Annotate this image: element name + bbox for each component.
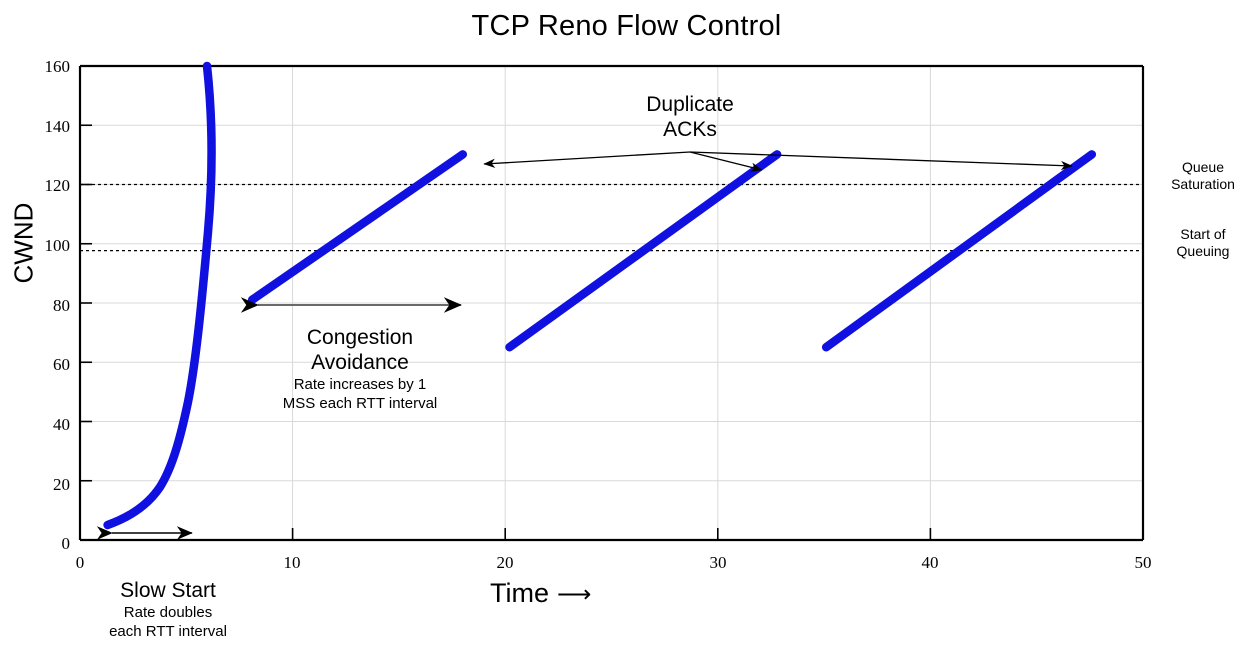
y-tick-0: 0 bbox=[61, 534, 71, 553]
slow-start-line2: each RTT interval bbox=[109, 623, 227, 640]
x-tick-marks bbox=[291, 528, 932, 540]
congestion-avoidance-heading-2: Avoidance bbox=[311, 351, 409, 374]
start-of-queuing-line2: Queuing bbox=[1176, 243, 1230, 259]
slow-start-heading: Slow Start bbox=[120, 579, 216, 602]
x-tick-20: 20 bbox=[496, 553, 514, 572]
y-tick-40: 40 bbox=[53, 415, 70, 434]
series-congestion-avoidance-3 bbox=[821, 150, 1097, 352]
label-start-of-queuing: Start of Queuing bbox=[1155, 226, 1251, 260]
x-tick-50: 50 bbox=[1134, 553, 1152, 572]
series-congestion-avoidance-2 bbox=[505, 150, 782, 352]
y-tick-marks bbox=[80, 124, 92, 482]
congestion-avoidance-line1: Rate increases by 1 bbox=[293, 376, 427, 393]
x-tick-10: 10 bbox=[283, 553, 301, 572]
threshold-lines bbox=[80, 183, 1143, 252]
annotation-slow-start: Slow Start Rate doubles each RTT interva… bbox=[68, 578, 268, 641]
duplicate-acks-line2: ACKs bbox=[663, 118, 717, 141]
grid-lines bbox=[80, 124, 1143, 482]
x-axis-arrow-icon: ⟶ bbox=[557, 581, 592, 608]
x-tick-30: 30 bbox=[709, 553, 727, 572]
y-tick-100: 100 bbox=[44, 236, 71, 255]
x-tick-40: 40 bbox=[921, 553, 939, 572]
slow-start-line1: Rate doubles bbox=[123, 604, 213, 621]
queue-saturation-line1: Queue bbox=[1181, 159, 1225, 175]
y-tick-60: 60 bbox=[53, 355, 70, 374]
duplicate-acks-leader-lines bbox=[483, 151, 1073, 172]
y-tick-140: 140 bbox=[44, 117, 71, 136]
y-tick-120: 120 bbox=[44, 176, 71, 195]
x-tick-0: 0 bbox=[75, 553, 85, 572]
x-axis-label-text: Time bbox=[490, 578, 549, 608]
y-tick-160: 160 bbox=[44, 57, 71, 76]
annotation-duplicate-acks: Duplicate ACKs bbox=[610, 92, 770, 142]
duplicate-acks-line1: Duplicate bbox=[646, 93, 734, 116]
x-axis-label: Time ⟶ bbox=[490, 578, 591, 609]
start-of-queuing-line1: Start of bbox=[1180, 226, 1226, 242]
queue-saturation-line2: Saturation bbox=[1171, 176, 1235, 192]
series-congestion-avoidance-1 bbox=[247, 150, 468, 305]
series-slow-start bbox=[103, 61, 216, 530]
y-tick-20: 20 bbox=[53, 475, 70, 494]
chart-title: TCP Reno Flow Control bbox=[471, 10, 782, 42]
congestion-avoidance-heading-1: Congestion bbox=[306, 326, 414, 349]
label-queue-saturation: Queue Saturation bbox=[1155, 159, 1251, 193]
y-tick-80: 80 bbox=[53, 296, 70, 315]
congestion-avoidance-line2: MSS each RTT interval bbox=[282, 395, 438, 412]
annotation-congestion-avoidance: Congestion Avoidance Rate increases by 1… bbox=[252, 325, 468, 413]
